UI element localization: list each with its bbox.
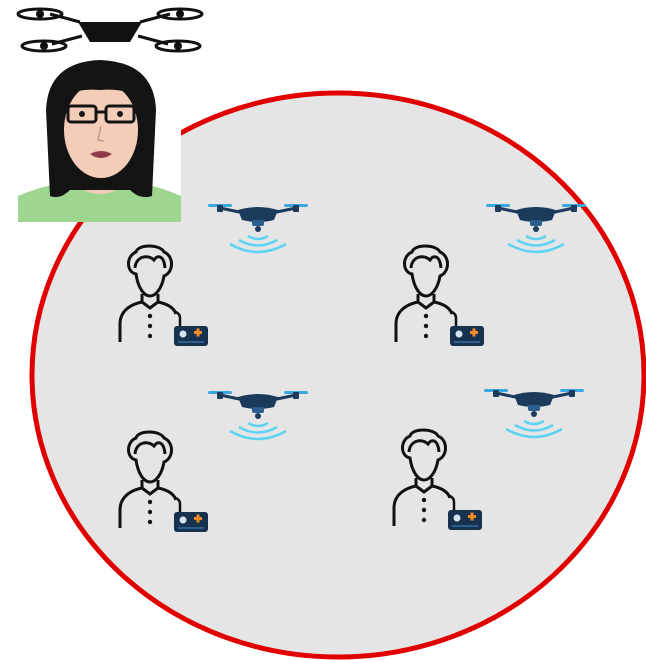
observer-drone-icon [18,9,202,51]
observer-portrait [18,58,181,222]
